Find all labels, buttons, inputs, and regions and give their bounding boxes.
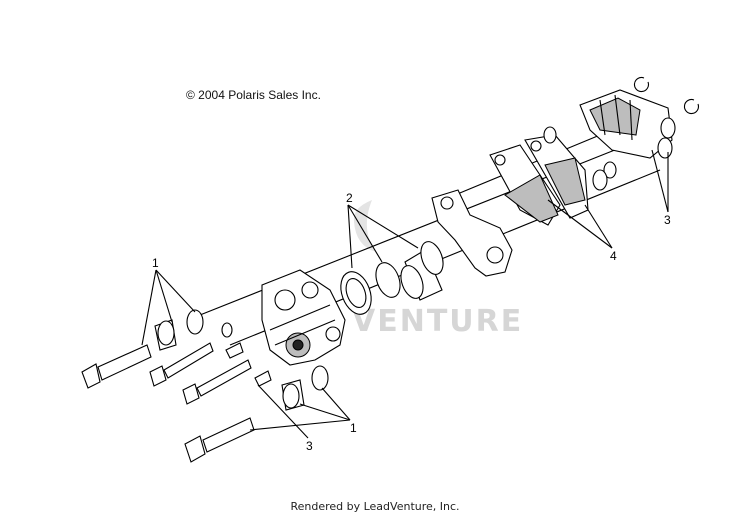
caliper-housing bbox=[261, 269, 346, 366]
callout-2: 2 bbox=[346, 191, 353, 205]
leadventure-watermark: VENTURE bbox=[352, 200, 523, 339]
callout-1-left: 1 bbox=[152, 256, 159, 270]
callout-3-right: 3 bbox=[664, 213, 671, 227]
piston-and-seals bbox=[340, 241, 444, 315]
copyright-notice: © 2004 Polaris Sales Inc. bbox=[186, 88, 321, 102]
callout-4: 4 bbox=[610, 249, 617, 263]
callout-3-bottom: 3 bbox=[306, 439, 313, 453]
washers-and-bushings bbox=[154, 117, 676, 411]
snap-rings bbox=[633, 76, 700, 115]
mounting-bracket bbox=[431, 189, 513, 277]
watermark-text: VENTURE bbox=[352, 304, 523, 339]
bridge-casting bbox=[579, 89, 673, 159]
callout-1-bottom: 1 bbox=[350, 421, 357, 435]
bolts-and-pins bbox=[81, 342, 272, 463]
brake-pads bbox=[489, 134, 589, 226]
render-credit: Rendered by LeadVenture, Inc. bbox=[290, 500, 460, 513]
leader-lines bbox=[141, 149, 669, 439]
